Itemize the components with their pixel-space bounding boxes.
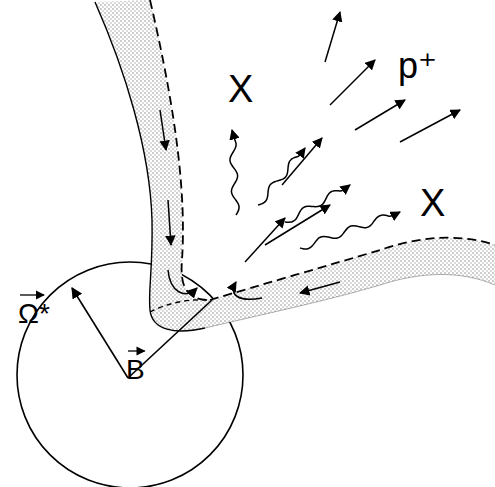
field-line	[150, 0, 210, 300]
xray-arrow	[230, 130, 239, 215]
accretion-stream	[95, 0, 210, 331]
proton-arrow	[282, 138, 322, 185]
proton-arrow	[355, 100, 405, 130]
flow-arrow	[234, 282, 262, 299]
xray-arrow	[300, 212, 400, 249]
vector-mark	[128, 350, 145, 351]
stream-edge	[205, 274, 495, 328]
flow-arrow	[168, 200, 171, 245]
xray-arrow	[258, 148, 305, 205]
emission-label: X	[228, 70, 253, 108]
accretion-stream	[205, 238, 495, 328]
proton-arrow	[265, 205, 330, 245]
xray-arrow	[285, 185, 350, 222]
polar-cap	[150, 300, 208, 312]
proton-arrow	[330, 60, 375, 105]
vector-mark	[20, 294, 44, 295]
vector-line	[72, 288, 128, 378]
neutron-star	[17, 262, 243, 487]
vector-label: Ω*	[18, 300, 50, 328]
proton-arrow	[400, 110, 460, 142]
field-line	[210, 238, 495, 300]
vector-label: B	[126, 356, 145, 384]
stream-edge	[95, 2, 205, 331]
flow-arrow	[160, 110, 166, 150]
flow-arrow	[168, 270, 197, 294]
emission-label: p⁺	[398, 48, 437, 84]
proton-arrow	[245, 218, 285, 262]
emission-label: X	[420, 184, 445, 222]
proton-arrow	[325, 12, 340, 62]
flow-arrow	[300, 282, 340, 293]
